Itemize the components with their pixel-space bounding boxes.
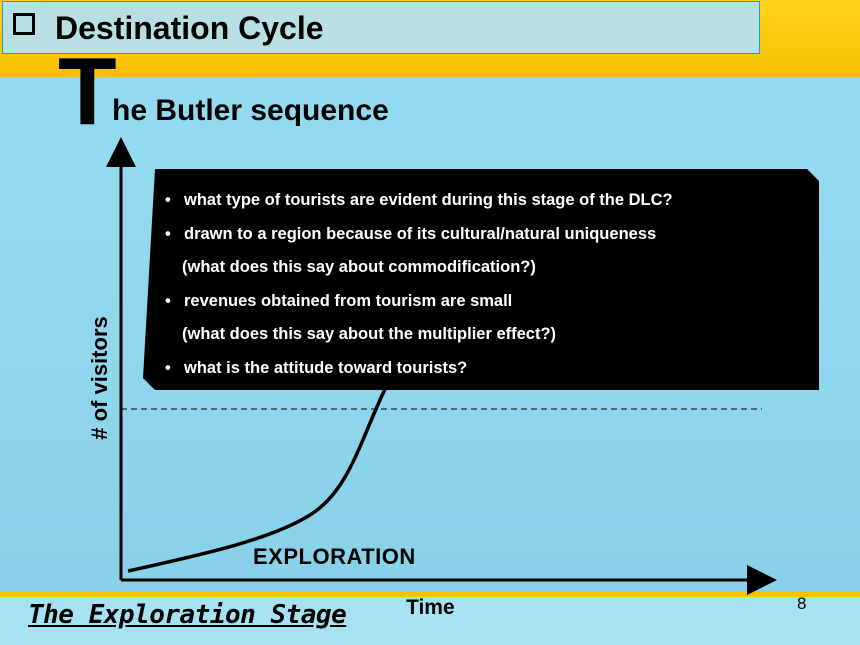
bullet-icon: • <box>165 291 171 310</box>
exploration-curve <box>127 384 389 573</box>
callout-item-text: (what does this say about commodificatio… <box>182 258 536 276</box>
callout-item: • what is the attitude toward tourists? <box>165 358 673 392</box>
callout-item-text: drawn to a region because of its cultura… <box>184 224 657 243</box>
callout-subitem: (what does this say about commodificatio… <box>165 257 673 291</box>
slide-subtitle: he Butler sequence <box>112 94 389 127</box>
question-callout: • what type of tourists are evident durin… <box>143 169 819 390</box>
x-axis-label: Time <box>406 596 455 619</box>
callout-item: • what type of tourists are evident durin… <box>165 190 673 224</box>
callout-item-text: revenues obtained from tourism are small <box>184 291 513 310</box>
checkbox-bullet-icon <box>13 13 35 35</box>
bottom-gold-line <box>0 592 860 597</box>
callout-list: • what type of tourists are evident durin… <box>165 190 673 391</box>
callout-item-text: what is the attitude toward tourists? <box>184 358 468 377</box>
bullet-icon: • <box>165 191 171 209</box>
bottom-band <box>0 597 860 645</box>
drop-cap-initial: T <box>58 38 117 145</box>
page-number: 8 <box>797 594 807 613</box>
y-axis-label: # of visitors <box>87 316 112 440</box>
bullet-icon: • <box>165 224 171 243</box>
callout-item: • drawn to a region because of its cultur… <box>165 224 673 258</box>
callout-item: • revenues obtained from tourism are smal… <box>165 291 673 325</box>
callout-subitem: (what does this say about the multiplier… <box>165 324 673 358</box>
callout-item-text: what type of tourists are evident during… <box>184 191 673 209</box>
stage-title: The Exploration Stage <box>28 600 347 630</box>
stage-label: EXPLORATION <box>253 544 416 569</box>
callout-item-text: (what does this say about the multiplier… <box>182 325 557 343</box>
callout-background <box>143 169 819 390</box>
slide-title: Destination Cycle <box>55 10 324 46</box>
bullet-icon: • <box>165 358 171 377</box>
header-box: Destination Cycle <box>2 1 760 54</box>
